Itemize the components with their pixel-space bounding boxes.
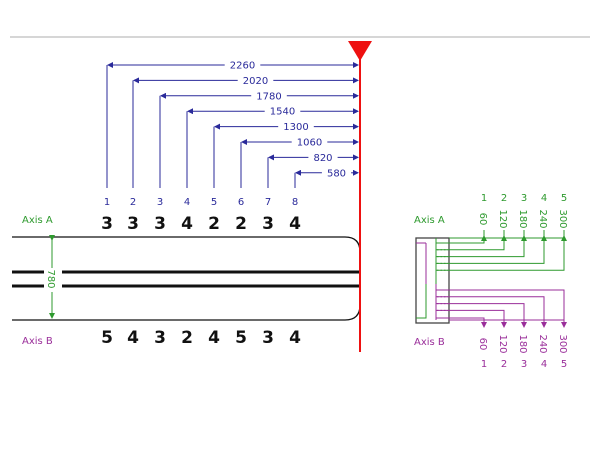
section-box: [415, 237, 450, 324]
axis-a-point-value: 180: [517, 209, 528, 228]
axis-a-point-index: 1: [481, 193, 487, 204]
dimension-index: 8: [292, 197, 298, 208]
axis-a-connector: [436, 231, 545, 264]
axis-a-connector: [436, 231, 505, 251]
axis-b-point-value: 120: [497, 334, 508, 353]
axis-b-point-index: 3: [521, 359, 527, 370]
dimension-value: 1780: [256, 91, 281, 102]
right-diagram: Axis A Axis B 1 60 2 120 3 180 4 240 5 300 60 1 120 2…: [414, 193, 568, 370]
axis-a-value: 3: [101, 214, 113, 234]
axis-b-point-value: 60: [477, 338, 488, 351]
dimension-index: 6: [238, 197, 244, 208]
axis-a-point-value: 300: [557, 209, 568, 228]
dimension-index: 4: [184, 197, 190, 208]
dimension-lines: 2260135202023417803331540442130052410606…: [101, 61, 359, 348]
dimension-index: 5: [211, 197, 217, 208]
inner-axis-a-line: [416, 284, 427, 319]
dimension-index: 7: [265, 197, 271, 208]
axis-b-point-index: 2: [501, 359, 507, 370]
axis-b-value: 5: [235, 328, 247, 348]
axis-b-connector: [436, 289, 565, 324]
dimension-value: 820: [313, 153, 332, 164]
axis-a-point-value: 240: [537, 209, 548, 228]
dimension-value: 580: [327, 168, 346, 179]
axis-b-value: 3: [262, 328, 274, 348]
dimension-value: 1300: [283, 122, 308, 133]
right-axis-a-label: Axis A: [414, 215, 445, 226]
axis-a-value: 3: [262, 214, 274, 234]
axis-a-connector: [436, 231, 565, 271]
dimension-value: 1540: [270, 107, 295, 118]
axis-a-point-index: 5: [561, 193, 567, 204]
axis-b-label: Axis B: [22, 336, 53, 347]
axis-b-connector: [436, 296, 545, 324]
axis-a-value: 2: [235, 214, 247, 234]
dimension-index: 1: [104, 197, 110, 208]
axis-b-value: 4: [208, 328, 220, 348]
bar-body: 780: [12, 235, 361, 321]
dimension-value: 2020: [243, 76, 268, 87]
bar-outline: [12, 236, 361, 321]
dimension-value: 2260: [230, 61, 255, 72]
axis-b-connector: [436, 309, 505, 324]
dimension-value: 1060: [297, 138, 322, 149]
dimension-index: 2: [130, 197, 136, 208]
axis-a-value: 4: [181, 214, 193, 234]
axis-b-value: 3: [154, 328, 166, 348]
axis-a-point-index: 4: [541, 193, 547, 204]
axis-b-point-index: 4: [541, 359, 547, 370]
axis-b-connector: [436, 303, 525, 324]
axis-a-point-index: 2: [501, 193, 507, 204]
axis-a-connector: [436, 231, 485, 244]
right-axis-b-label: Axis B: [414, 337, 445, 348]
axis-a-value: 2: [208, 214, 220, 234]
axis-a-point-value: 120: [497, 209, 508, 228]
axis-b-value: 4: [289, 328, 301, 348]
reference-marker-icon[interactable]: [348, 41, 372, 61]
axis-b-point-value: 300: [557, 334, 568, 353]
axis-a-point-value: 60: [477, 213, 488, 226]
dimension-index: 3: [157, 197, 163, 208]
axis-b-value: 2: [181, 328, 193, 348]
axis-b-point-value: 240: [537, 334, 548, 353]
axis-a-label: Axis A: [22, 215, 53, 226]
axis-a-value: 3: [127, 214, 139, 234]
axis-b-value: 5: [101, 328, 113, 348]
axis-b-point-index: 5: [561, 359, 567, 370]
axis-b-point-index: 1: [481, 359, 487, 370]
axis-b-point-value: 180: [517, 334, 528, 353]
axis-a-point-index: 3: [521, 193, 527, 204]
axis-a-value: 4: [289, 214, 301, 234]
axis-b-value: 4: [127, 328, 139, 348]
axis-a-value: 3: [154, 214, 166, 234]
width-dimension-label: 780: [45, 269, 56, 288]
